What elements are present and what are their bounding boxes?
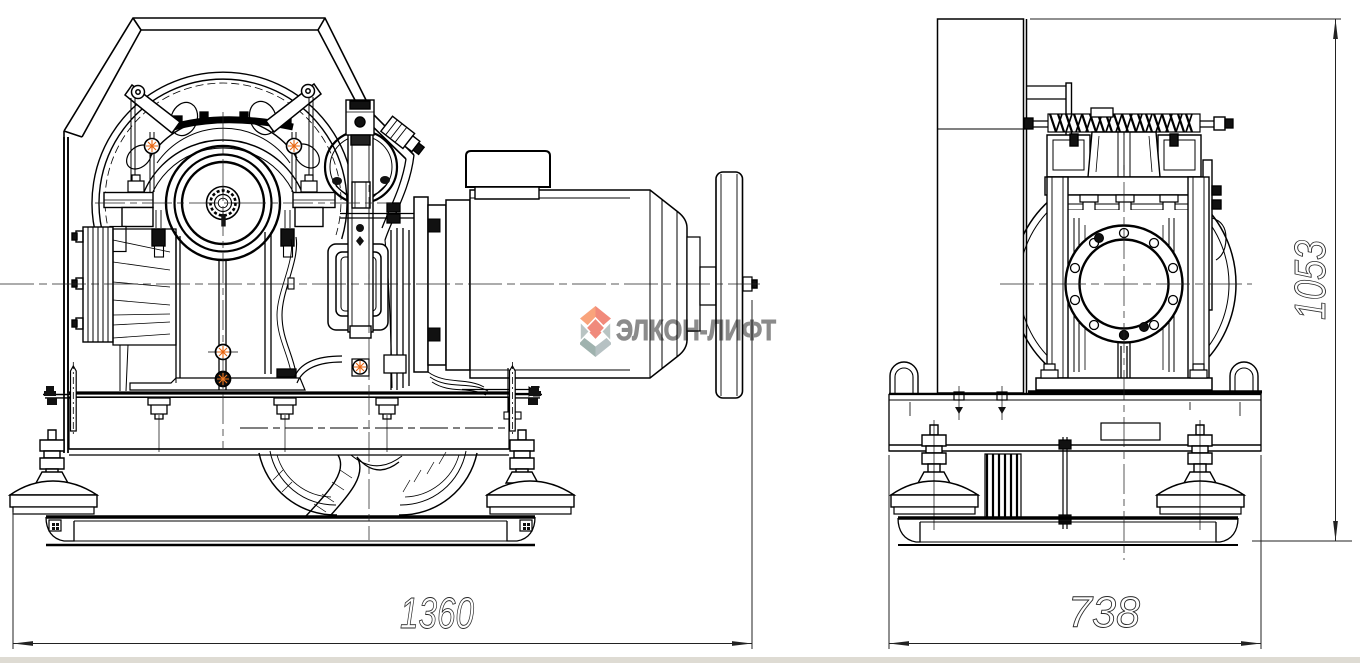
svg-text:1053: 1053 — [1286, 240, 1335, 320]
svg-text:738: 738 — [1068, 588, 1141, 637]
svg-text:ЭЛКОН-ЛИФТ: ЭЛКОН-ЛИФТ — [616, 315, 776, 347]
svg-text:1360: 1360 — [400, 589, 474, 638]
